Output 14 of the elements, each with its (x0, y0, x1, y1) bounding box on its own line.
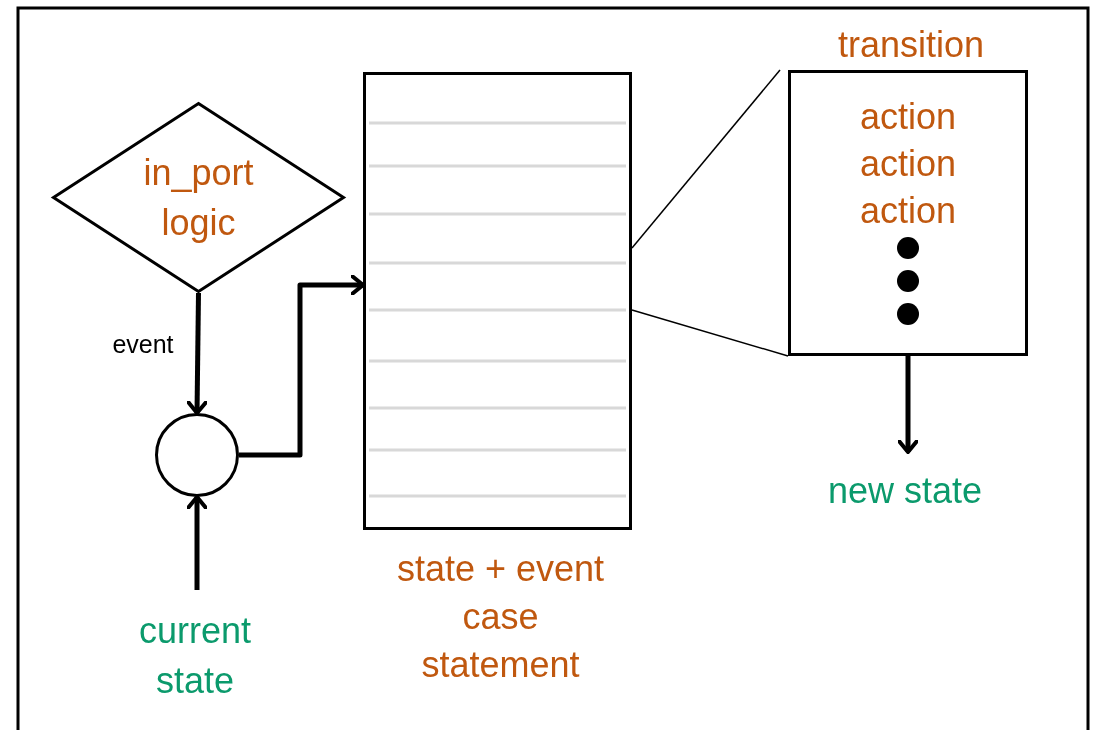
arrow (186, 292, 209, 415)
node-label: new state (826, 469, 984, 513)
arrow (897, 356, 919, 454)
node-label: in_port logic (142, 150, 255, 245)
connector-line (631, 69, 781, 249)
node-label: current state (137, 609, 252, 703)
arrow (186, 495, 208, 590)
heading-label: transition (836, 23, 986, 67)
caption-label: state + event case statement (395, 547, 606, 687)
action-label: action (858, 189, 958, 233)
action-label: action (858, 95, 958, 139)
arrow (239, 274, 365, 458)
connector-line (631, 309, 789, 357)
action-label: action (858, 142, 958, 186)
